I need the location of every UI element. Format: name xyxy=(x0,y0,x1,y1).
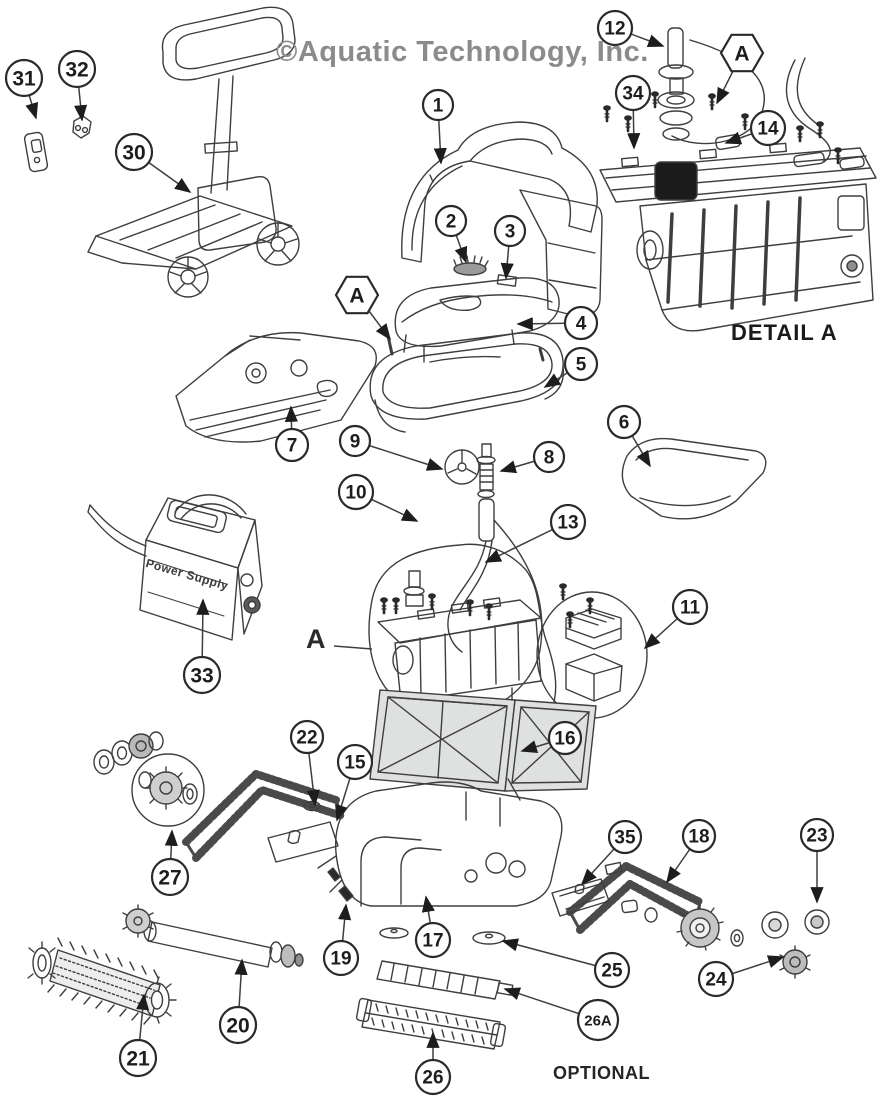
callout-34: 34 xyxy=(614,74,652,112)
callout-1: 1 xyxy=(421,88,455,122)
callout-33: 33 xyxy=(182,655,222,695)
detail-a-label: DETAIL A xyxy=(731,320,838,345)
svg-text:34: 34 xyxy=(622,84,644,105)
svg-text:A: A xyxy=(349,284,364,307)
side-panel-7-sketch xyxy=(175,331,377,443)
svg-text:15: 15 xyxy=(344,753,366,774)
svg-text:17: 17 xyxy=(422,931,443,952)
callout-9: 9 xyxy=(338,424,372,458)
svg-text:27: 27 xyxy=(158,866,181,889)
callout-3: 3 xyxy=(493,214,527,248)
power-supply-sketch xyxy=(87,494,263,641)
callout-12: 12 xyxy=(596,9,634,47)
callout-31: 31 xyxy=(4,58,44,98)
axle-gear-cluster-sketch xyxy=(621,899,830,979)
gear-detail-sketch xyxy=(93,731,205,827)
svg-text:12: 12 xyxy=(604,19,625,40)
svg-text:31: 31 xyxy=(12,67,36,90)
svg-text:22: 22 xyxy=(296,728,317,749)
callout-16: 16 xyxy=(547,720,583,756)
svg-text:24: 24 xyxy=(705,970,727,991)
callout-5: 5 xyxy=(563,346,599,382)
svg-text:A: A xyxy=(734,42,749,65)
svg-text:8: 8 xyxy=(544,448,555,469)
callout-22: 22 xyxy=(289,719,325,755)
svg-text:26: 26 xyxy=(422,1068,443,1089)
remote-sketch xyxy=(23,131,49,173)
callout-18: 18 xyxy=(681,818,717,854)
svg-text:3: 3 xyxy=(505,222,516,243)
callout-11: 11 xyxy=(671,588,709,626)
callout-24: 24 xyxy=(697,960,735,998)
callout-17: 17 xyxy=(414,921,452,959)
callout-21: 21 xyxy=(118,1038,158,1078)
svg-text:23: 23 xyxy=(806,826,827,847)
callout-2: 2 xyxy=(434,204,468,238)
svg-text:9: 9 xyxy=(350,432,361,453)
svg-text:32: 32 xyxy=(65,58,88,81)
svg-text:25: 25 xyxy=(601,961,623,982)
svg-text:11: 11 xyxy=(680,598,701,619)
callout-25: 25 xyxy=(593,951,631,989)
leader-line xyxy=(333,645,373,650)
callout-10: 10 xyxy=(337,473,375,511)
brush-attachment-sketch xyxy=(355,997,507,1050)
callout-23: 23 xyxy=(799,817,835,853)
svg-text:35: 35 xyxy=(614,828,636,849)
svg-text:7: 7 xyxy=(287,436,298,457)
callout-15: 15 xyxy=(336,743,374,781)
caddy-cart-sketch xyxy=(87,6,300,298)
callout-27: 27 xyxy=(150,857,190,897)
callout-14: 14 xyxy=(749,109,787,147)
svg-text:10: 10 xyxy=(345,483,366,504)
callout-26A: 26A xyxy=(576,998,620,1042)
svg-text:18: 18 xyxy=(688,827,709,848)
svg-text:13: 13 xyxy=(557,513,578,534)
callout-30: 30 xyxy=(114,132,154,172)
brush-roller-sketch xyxy=(27,937,177,1025)
leader-lines xyxy=(23,27,824,1077)
leader-line xyxy=(501,938,613,971)
svg-text:16: 16 xyxy=(554,729,575,750)
roller-tube-sketch xyxy=(122,904,304,968)
svg-text:1: 1 xyxy=(433,96,444,117)
svg-text:19: 19 xyxy=(330,949,351,970)
svg-text:14: 14 xyxy=(757,119,779,140)
svg-text:33: 33 xyxy=(190,664,213,687)
callout-A: A xyxy=(719,33,765,73)
callout-6: 6 xyxy=(606,404,642,440)
svg-text:20: 20 xyxy=(226,1014,249,1037)
callout-8: 8 xyxy=(532,440,566,474)
svg-text:5: 5 xyxy=(576,355,587,376)
callout-13: 13 xyxy=(549,503,587,541)
callout-26: 26 xyxy=(414,1058,452,1096)
callout-A: A xyxy=(334,275,380,315)
svg-text:4: 4 xyxy=(576,314,587,335)
callout-35: 35 xyxy=(607,819,643,855)
svg-text:6: 6 xyxy=(619,413,630,434)
svg-text:26A: 26A xyxy=(584,1012,612,1029)
callout-32: 32 xyxy=(57,49,97,89)
callout-19: 19 xyxy=(322,939,360,977)
slat-sketch xyxy=(376,960,514,1000)
svg-text:30: 30 xyxy=(122,141,145,164)
swivel-detail-sketch xyxy=(444,449,480,485)
callout-7: 7 xyxy=(274,427,310,463)
lower-body-sketch xyxy=(317,781,563,907)
callout-4: 4 xyxy=(563,305,599,341)
optional-label: OPTIONAL xyxy=(553,1063,650,1083)
svg-text:2: 2 xyxy=(446,212,457,233)
watermark-text: ©Aquatic Technology, Inc. xyxy=(276,36,649,68)
svg-text:21: 21 xyxy=(126,1047,150,1070)
section-a-label: A xyxy=(306,624,326,654)
washers-sketch xyxy=(379,927,506,945)
callout-20: 20 xyxy=(218,1005,258,1045)
